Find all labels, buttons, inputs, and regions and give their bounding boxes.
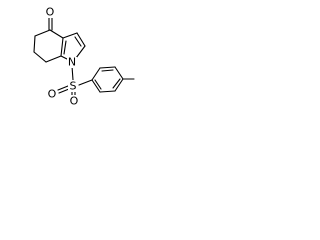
bond-c3a-c7a [60, 37, 64, 57]
bond-ar3-ar4 [114, 66, 124, 80]
bond-c3-c2 [76, 32, 86, 47]
bond-c3-c2-inner [74, 36, 82, 47]
bond-c3a-c3 [62, 32, 78, 39]
bond-ar2-ar3 [99, 66, 116, 69]
atom-oxygen-sulfonyl-lower: O [70, 95, 79, 108]
bond-c2-n1 [75, 45, 86, 59]
bond-c3a-c7a-inner [63, 40, 67, 55]
bond-s-o-upper-a [57, 85, 69, 91]
atom-oxygen-carbonyl: O [46, 6, 55, 19]
structure-diagram: O N S O O [33, 6, 135, 108]
bond-c4-c5 [34, 29, 51, 37]
bond-ar6-ar1-inner [94, 79, 102, 90]
bond-ar4-ar5-inner [112, 78, 121, 89]
atom-sulfur: S [70, 80, 77, 93]
bond-ar6-ar1 [91, 79, 101, 93]
bond-s-aryl [78, 79, 93, 86]
bond-n1-s [71, 65, 74, 81]
bond-ar5-ar6 [99, 90, 116, 93]
bond-ar2-ar3-inner [101, 69, 114, 72]
atom-nitrogen: N [68, 56, 76, 69]
bond-s-o-upper-b [58, 88, 70, 94]
bond-c4-c3a [49, 29, 64, 39]
bond-c5-c6 [33, 35, 36, 53]
bond-c7-c7a [45, 55, 62, 63]
bond-c6-c7 [33, 51, 47, 63]
atom-oxygen-sulfonyl-upper: O [48, 88, 57, 101]
bond-ar4-ar5 [114, 78, 124, 92]
bond-ar1-ar2 [91, 67, 101, 81]
